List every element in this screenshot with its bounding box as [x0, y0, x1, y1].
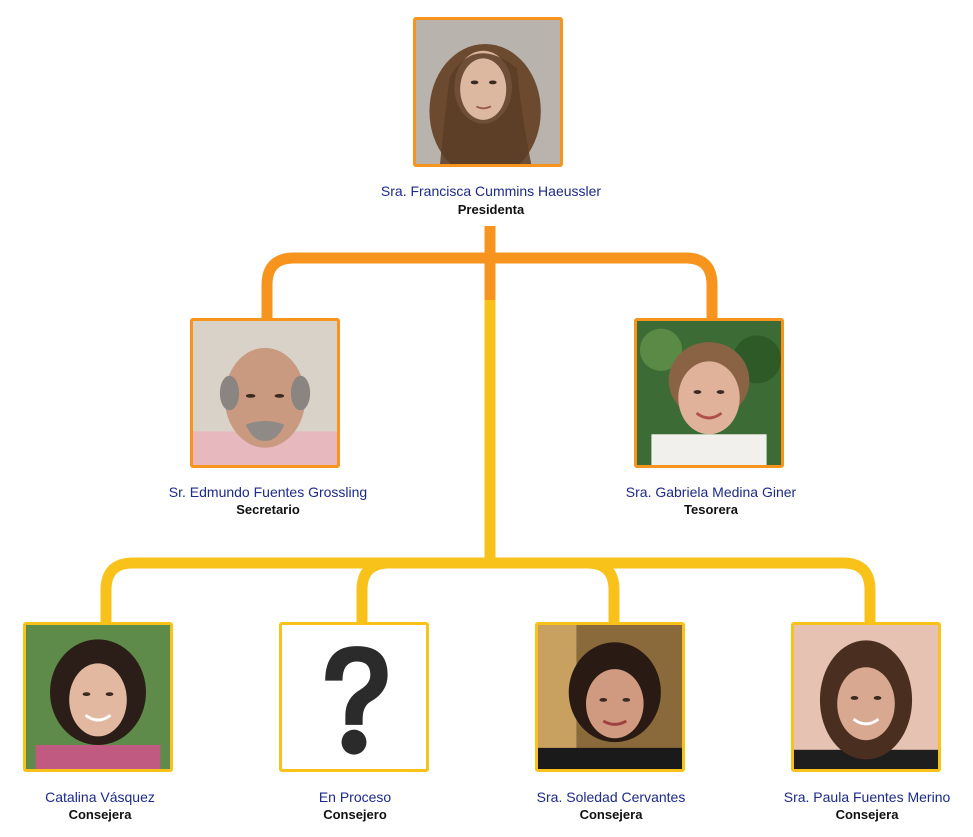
- portrait-photo: [637, 321, 781, 465]
- portrait-photo: [794, 625, 938, 769]
- council-name-3: Sra. Soledad Cervantes: [536, 789, 686, 805]
- question-mark-icon: [282, 625, 426, 769]
- president-name: Sra. Francisca Cummins Haeussler: [380, 183, 602, 199]
- treasurer-role: Tesorera: [684, 502, 738, 517]
- secretary-name: Sr. Edmundo Fuentes Grossling: [168, 484, 368, 500]
- president-photo: [413, 17, 563, 167]
- secretary-role: Secretario: [236, 502, 300, 517]
- portrait-photo: [26, 625, 170, 769]
- president-role: Presidenta: [457, 202, 525, 217]
- council-photo-4: [791, 622, 941, 772]
- portrait-photo: [193, 321, 337, 465]
- council-role-4: Consejera: [835, 807, 899, 822]
- council-role-2: Consejero: [323, 807, 387, 822]
- portrait-photo: [416, 20, 560, 164]
- portrait-photo: [538, 625, 682, 769]
- council-photo-3: [535, 622, 685, 772]
- treasurer-photo: [634, 318, 784, 468]
- council-name-4: Sra. Paula Fuentes Merino: [783, 789, 951, 805]
- council-name-2: En Proceso: [318, 789, 392, 805]
- council-photo-2: [279, 622, 429, 772]
- council-role-1: Consejera: [68, 807, 132, 822]
- treasurer-name: Sra. Gabriela Medina Giner: [625, 484, 797, 500]
- council-role-3: Consejera: [579, 807, 643, 822]
- council-photo-1: [23, 622, 173, 772]
- secretary-photo: [190, 318, 340, 468]
- council-name-1: Catalina Vásquez: [45, 789, 155, 805]
